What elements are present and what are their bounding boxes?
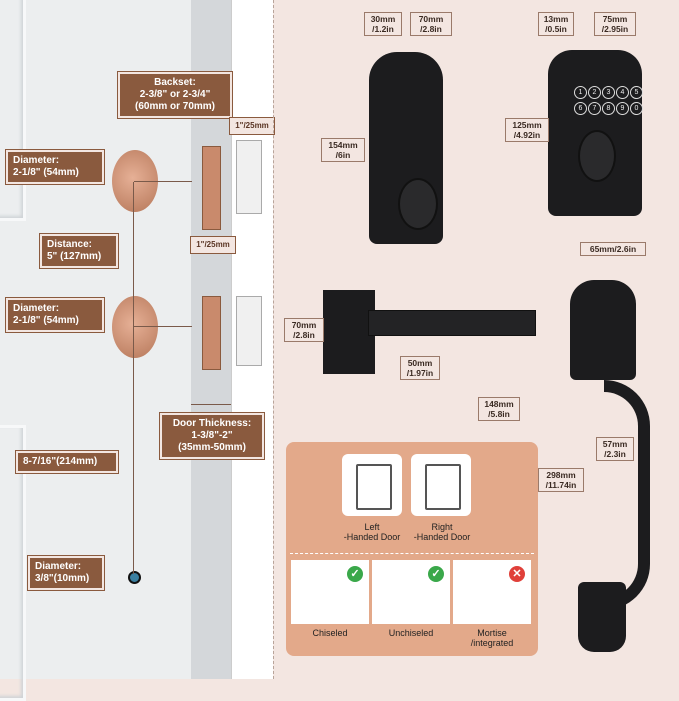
strike-plate-top	[236, 140, 262, 214]
keypad-key[interactable]: 6	[574, 102, 587, 115]
distance-label: Distance: 5" (127mm)	[39, 233, 119, 269]
vertical-guide	[133, 182, 134, 574]
deadbolt-depth: 30mm /1.2in	[364, 12, 402, 36]
strike-top-label: 1"/25mm	[229, 117, 275, 135]
backset-line-mid	[134, 326, 192, 327]
handleset-grip-dim: 57mm /2.3in	[596, 437, 634, 461]
handleset-width: 65mm/2.6in	[580, 242, 646, 256]
backset-title: Backset:	[154, 77, 196, 88]
deadbolt-cylinder	[578, 130, 616, 182]
check-icon: ✓	[428, 566, 444, 582]
thumb-turn	[398, 178, 438, 230]
backset-line2: (60mm or 70mm)	[134, 101, 216, 112]
left-handed-icon	[342, 454, 402, 516]
bore-mid	[112, 296, 158, 358]
keypad-key[interactable]: 5	[630, 86, 643, 99]
backset-label: Backset: 2-3/8" or 2-3/4" (60mm or 70mm)	[117, 71, 233, 119]
thickness-line	[191, 404, 231, 405]
keypad-key[interactable]: 0	[630, 102, 643, 115]
door-panel-top	[0, 0, 26, 221]
compat-label: Unchiseled	[388, 628, 434, 638]
keypad-depth: 13mm /0.5in	[538, 12, 574, 36]
height-label: 8-7/16"(214mm)	[15, 450, 119, 474]
backset-line1: 2-3/8" or 2-3/4"	[139, 89, 211, 100]
compat-tile: ✓	[372, 560, 450, 624]
distance-title: Distance:	[47, 239, 93, 250]
diameter-mid-title: Diameter:	[13, 303, 60, 314]
keypad-key[interactable]: 9	[616, 102, 629, 115]
compat-divider	[290, 553, 534, 554]
check-icon: ✓	[347, 566, 363, 582]
compat-tile: ✓	[291, 560, 369, 624]
divider	[273, 0, 274, 679]
edge-bore-mid	[202, 296, 221, 370]
right-handed-label: Right -Handed Door	[413, 522, 471, 542]
handleset-height: 298mm /11.74in	[538, 468, 584, 492]
compat-label: Mortise /integrated	[470, 628, 514, 648]
keypad-key[interactable]: 3	[602, 86, 615, 99]
door-thickness-line2: (35mm-50mm)	[178, 442, 246, 453]
lever-arm	[368, 310, 536, 336]
keypad-key[interactable]: 1	[574, 86, 587, 99]
lever-rose	[323, 290, 375, 374]
deadbolt-width: 70mm /2.8in	[410, 12, 452, 36]
height-value: 8-7/16"(214mm)	[23, 456, 98, 467]
keypad-key[interactable]: 8	[602, 102, 615, 115]
diameter-small-value: 3/8"(10mm)	[35, 573, 90, 584]
lever-height: 70mm /2.8in	[284, 318, 324, 342]
keypad-key[interactable]: 2	[588, 86, 601, 99]
diameter-top-title: Diameter:	[13, 155, 60, 166]
diameter-top-label: Diameter: 2-1/8" (54mm)	[5, 149, 105, 185]
diameter-small-label: Diameter: 3/8"(10mm)	[27, 555, 105, 591]
diameter-mid-label: Diameter: 2-1/8" (54mm)	[5, 297, 105, 333]
diameter-mid-value: 2-1/8" (54mm)	[13, 315, 79, 326]
keypad-width: 75mm /2.95in	[594, 12, 636, 36]
distance-value: 5" (127mm)	[47, 251, 102, 262]
cross-icon: ✕	[509, 566, 525, 582]
hinge-dot	[128, 571, 141, 584]
door-thickness-title: Door Thickness:	[172, 418, 252, 429]
keypad-key[interactable]: 4	[616, 86, 629, 99]
deadbolt-height: 154mm /6in	[321, 138, 365, 162]
keypad-key[interactable]: 7	[588, 102, 601, 115]
compat-label: Chiseled	[312, 628, 348, 638]
diameter-top-value: 2-1/8" (54mm)	[13, 167, 79, 178]
keypad-height: 125mm /4.92in	[505, 118, 549, 142]
lever-depth: 50mm /1.97in	[400, 356, 440, 380]
diameter-small-title: Diameter:	[35, 561, 82, 572]
handleset-plate-bottom	[578, 582, 626, 652]
handleset-grip	[604, 380, 650, 610]
compat-tile: ✕	[453, 560, 531, 624]
left-handed-label: Left -Handed Door	[343, 522, 401, 542]
backset-line	[134, 181, 192, 182]
edge-bore-top	[202, 146, 221, 230]
handleset-plate-top	[570, 280, 636, 380]
edge-bore-label: 1"/25mm	[190, 236, 236, 254]
door-thickness-label: Door Thickness: 1-3/8"-2" (35mm-50mm)	[159, 412, 265, 460]
door-thickness-line1: 1-3/8"-2"	[191, 430, 233, 441]
right-handed-icon	[411, 454, 471, 516]
strike-plate-mid	[236, 296, 262, 366]
lever-length: 148mm /5.8in	[478, 397, 520, 421]
